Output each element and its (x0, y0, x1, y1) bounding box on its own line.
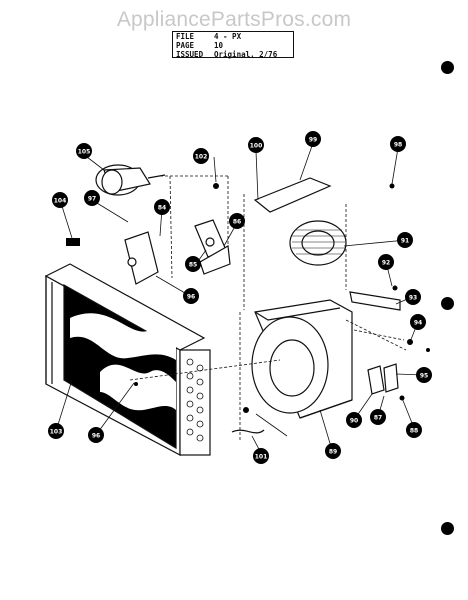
svg-text:104: 104 (54, 198, 67, 205)
callout-98: 98 (390, 136, 406, 152)
registration-dot-bottom (441, 522, 454, 535)
callout-93: 93 (405, 289, 421, 305)
registration-dot-middle (441, 297, 454, 310)
svg-text:94: 94 (414, 320, 422, 327)
part-callouts: 105 102 100 99 98 104 97 84 86 85 91 92 … (48, 131, 432, 464)
evaporator-coil (44, 263, 211, 456)
svg-text:95: 95 (420, 373, 428, 380)
callout-85: 85 (185, 256, 201, 272)
info-row-page: PAGE 10 (176, 41, 224, 50)
callout-102: 102 (193, 148, 209, 164)
info-row-issued: ISSUED Original, 2/76 (176, 50, 278, 59)
small-brackets (367, 363, 399, 395)
svg-text:88: 88 (410, 428, 418, 435)
svg-text:99: 99 (309, 137, 317, 144)
callout-104: 104 (52, 192, 68, 208)
blower-motor (95, 164, 166, 196)
callout-95: 95 (416, 367, 432, 383)
callout-89: 89 (325, 443, 341, 459)
watermark: AppliancePartsPros.com (116, 8, 352, 31)
svg-text:85: 85 (189, 262, 197, 269)
motor-mount (124, 219, 231, 285)
svg-text:101: 101 (255, 454, 268, 461)
registration-dot-top (441, 61, 454, 74)
blower-wheel (289, 220, 347, 266)
small-part-104 (66, 238, 80, 246)
info-row-file: FILE 4 - PX (176, 32, 242, 41)
svg-text:97: 97 (88, 196, 96, 203)
svg-text:103: 103 (50, 429, 63, 436)
svg-text:89: 89 (329, 449, 337, 456)
svg-text:92: 92 (382, 260, 390, 267)
callout-91: 91 (397, 232, 413, 248)
svg-text:98: 98 (394, 142, 402, 149)
callout-103: 103 (48, 423, 64, 439)
callout-90: 90 (346, 412, 362, 428)
callout-87: 87 (370, 409, 386, 425)
callout-86: 86 (229, 213, 245, 229)
callout-100: 100 (248, 137, 264, 153)
callout-99: 99 (305, 131, 321, 147)
callout-94: 94 (410, 314, 426, 330)
top-plate (253, 177, 332, 213)
wire-clip (231, 429, 265, 434)
svg-text:100: 100 (250, 143, 263, 150)
callout-92: 92 (378, 254, 394, 270)
svg-text:90: 90 (350, 418, 358, 425)
svg-text:105: 105 (78, 149, 91, 156)
info-box: FILE 4 - PX PAGE 10 ISSUED Original, 2/7… (172, 31, 294, 59)
callout-96-upper: 96 (183, 288, 199, 304)
svg-text:93: 93 (409, 295, 417, 302)
callout-96-lower: 96 (88, 427, 104, 443)
support-bracket (349, 291, 401, 311)
svg-text:102: 102 (195, 154, 208, 161)
svg-text:96: 96 (92, 433, 100, 440)
callout-84: 84 (154, 199, 170, 215)
blower-housing (251, 299, 353, 419)
callout-101: 101 (253, 448, 269, 464)
svg-text:91: 91 (401, 238, 409, 245)
svg-text:84: 84 (158, 205, 166, 212)
callout-105: 105 (76, 143, 92, 159)
svg-text:86: 86 (233, 219, 241, 226)
callout-88: 88 (406, 422, 422, 438)
callout-97: 97 (84, 190, 100, 206)
svg-text:87: 87 (374, 415, 382, 422)
svg-text:96: 96 (187, 294, 195, 301)
